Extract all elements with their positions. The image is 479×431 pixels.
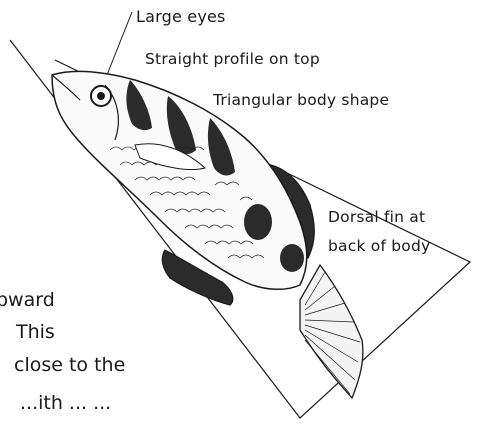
tail-spot [280, 244, 304, 272]
label-dorsal-fin-line1: Dorsal fin at [328, 208, 425, 226]
tail-fin [300, 265, 363, 398]
cut-text-line1: pward [0, 289, 55, 311]
label-large-eyes: Large eyes [136, 7, 226, 26]
label-straight-profile: Straight profile on top [145, 50, 320, 68]
cut-text-line4: ...ith ... ... [20, 392, 111, 414]
body-spot [244, 204, 272, 240]
cut-text-line3: close to the [14, 354, 125, 376]
pupil [97, 92, 105, 100]
label-triangular-body: Triangular body shape [213, 91, 389, 109]
label-dorsal-fin-line2: back of body [328, 237, 430, 255]
cut-text-line2: This [16, 321, 55, 343]
